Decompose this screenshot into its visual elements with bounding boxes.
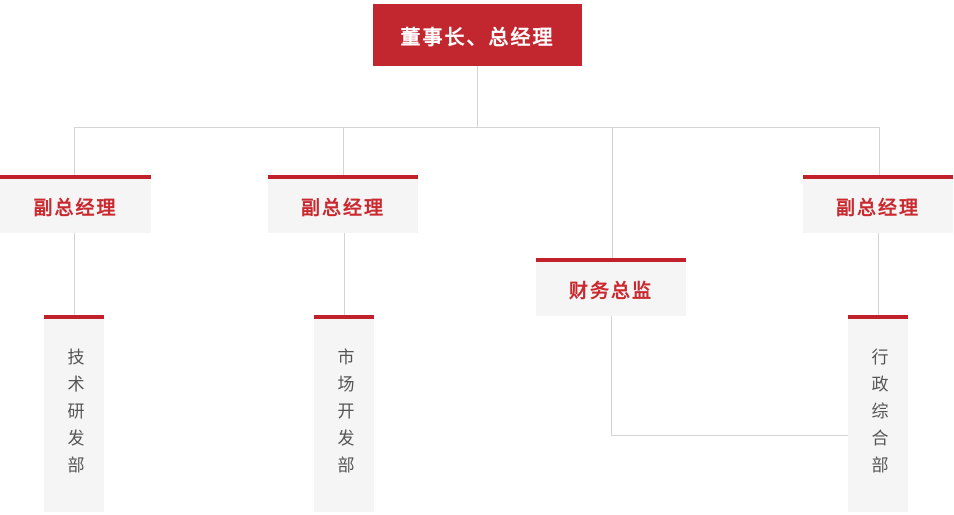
org-node-dept-tech-rd: 技术研发部	[44, 315, 104, 512]
connector-vp2-dept	[344, 233, 345, 315]
org-node-dept-market-dev: 市场开发部	[314, 315, 374, 512]
org-node-financial-director: 财务总监	[536, 258, 686, 316]
connector-cfo-horizontal	[611, 435, 848, 436]
org-node-dept-admin-general: 行政综合部	[848, 315, 908, 512]
org-node-financial-director-label: 财务总监	[568, 280, 653, 302]
org-node-chairman-gm-label: 董事长、总经理	[400, 26, 555, 49]
connector-drop-vp1	[74, 127, 75, 175]
connector-cfo-down	[611, 316, 612, 435]
connector-drop-cfo	[612, 127, 613, 258]
connector-drop-vp2	[343, 127, 344, 175]
connector-vp3-dept	[878, 233, 879, 315]
org-node-deputy-gm-1: 副总经理	[0, 175, 151, 233]
connector-main-horizontal	[74, 127, 880, 128]
connector-drop-vp3	[879, 127, 880, 175]
org-node-dept-admin-general-label: 行政综合部	[868, 348, 888, 483]
org-node-deputy-gm-1-label: 副总经理	[33, 197, 118, 219]
org-node-deputy-gm-2: 副总经理	[268, 175, 418, 233]
org-node-dept-tech-rd-label: 技术研发部	[64, 348, 84, 483]
org-node-dept-market-dev-label: 市场开发部	[334, 348, 354, 483]
org-node-deputy-gm-3-label: 副总经理	[835, 197, 920, 219]
connector-vp1-dept	[74, 233, 75, 315]
org-node-chairman-gm: 董事长、总经理	[373, 4, 582, 66]
org-node-deputy-gm-2-label: 副总经理	[300, 197, 385, 219]
org-node-deputy-gm-3: 副总经理	[803, 175, 953, 233]
connector-root-trunk	[477, 66, 478, 127]
